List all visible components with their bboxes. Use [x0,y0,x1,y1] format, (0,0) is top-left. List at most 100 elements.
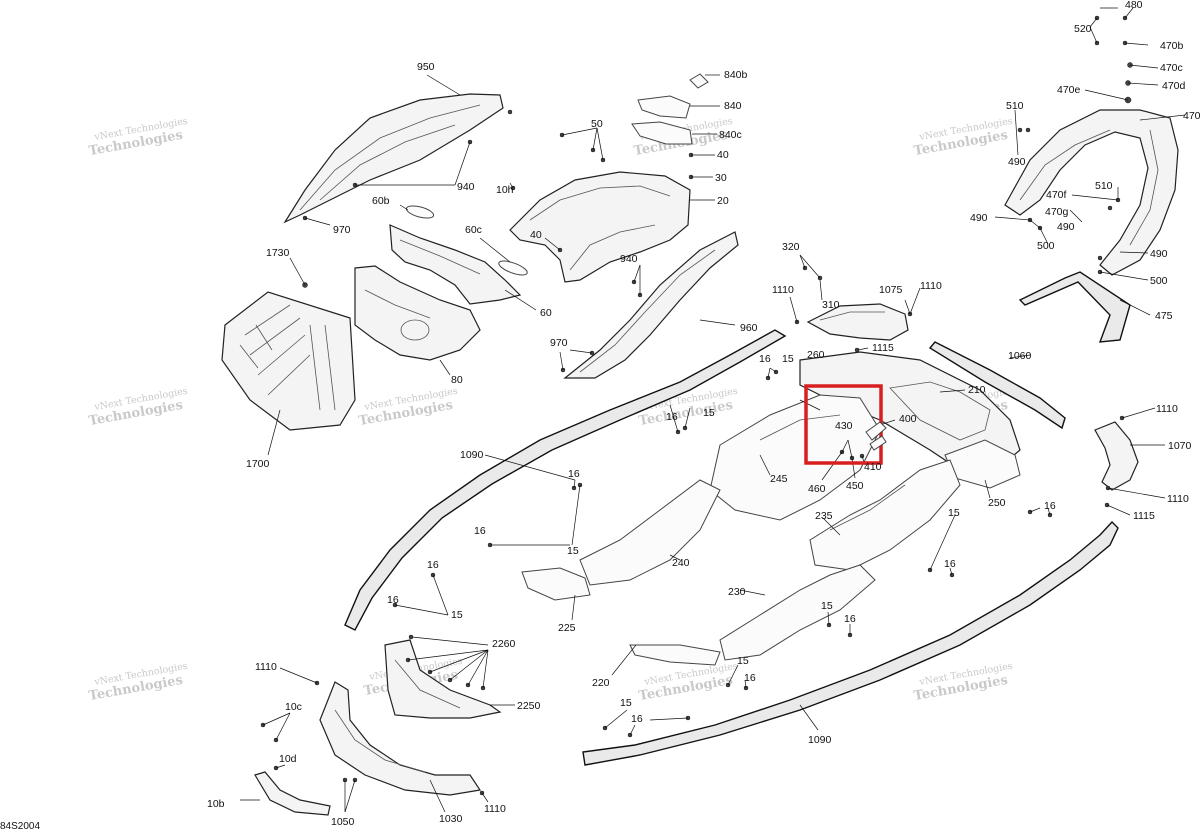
label-400: 400 [899,413,917,425]
label-40: 40 [530,229,542,241]
label-16: 16 [759,353,771,365]
part-470-handle [1004,109,1179,276]
label-410: 410 [864,461,882,473]
label-220: 220 [592,677,610,689]
diagram-code: 84S2004 [0,821,40,832]
label-1110: 1110 [1156,403,1178,415]
part-60b [405,205,435,219]
label-450: 450 [846,480,864,492]
label-16: 16 [666,411,678,423]
label-60c: 60c [465,224,482,236]
label-475: 475 [1155,310,1173,322]
label-960: 960 [740,322,758,334]
label-16: 16 [744,672,756,684]
label-470b: 470b [1160,40,1184,52]
callout-labels: 480 520 470b 470c 470d 470e 510 490 470 … [207,0,1200,828]
part-1090-rail-right [582,520,1119,766]
label-16: 16 [1044,500,1056,512]
label-10b: 10b [207,798,225,810]
label-1030: 1030 [439,813,463,825]
label-15: 15 [948,507,960,519]
label-15: 15 [451,609,463,621]
label-40: 40 [717,149,729,161]
label-225: 225 [558,622,576,634]
label-16: 16 [568,468,580,480]
label-840b: 840b [724,69,748,81]
part-60c [498,260,528,276]
label-80: 80 [451,374,463,386]
label-16: 16 [474,525,486,537]
part-80-glovebox [354,265,481,361]
label-510: 510 [1095,180,1113,192]
label-470c: 470c [1160,62,1183,74]
part-950-cover [283,93,504,224]
label-460: 460 [808,483,826,495]
label-1730: 1730 [266,247,290,259]
part-840-group [631,73,709,145]
label-470g: 470g [1045,206,1069,218]
label-60b: 60b [372,195,390,207]
label-490: 490 [1008,156,1026,168]
label-1070: 1070 [1168,440,1192,452]
label-16: 16 [631,713,643,725]
label-1090: 1090 [808,734,832,746]
label-210: 210 [968,384,986,396]
label-240: 240 [672,557,690,569]
label-430: 430 [835,420,853,432]
part-1070 [1094,421,1139,491]
label-250: 250 [988,497,1006,509]
label-1115: 1115 [872,342,894,354]
label-235: 235 [815,510,833,522]
label-16: 16 [427,559,439,571]
label-1090: 1090 [460,449,484,461]
part-1060-rail [928,341,1066,430]
label-1050: 1050 [331,816,355,828]
label-1060: 1060 [1008,350,1032,362]
part-1030-bumper [319,681,482,796]
label-1115: 1115 [1133,510,1155,522]
label-10h: 10h [496,184,514,196]
label-500: 500 [1037,240,1055,252]
label-15: 15 [620,697,632,709]
label-490: 490 [970,212,988,224]
label-2260: 2260 [492,638,516,650]
part-1075 [806,303,909,341]
part-20-cover [509,171,691,283]
label-16: 16 [387,594,399,606]
label-15: 15 [567,545,579,557]
label-1075: 1075 [879,284,903,296]
label-16: 16 [944,558,956,570]
label-510: 510 [1006,100,1024,112]
leader-lines [240,7,1186,813]
part-960-panel [563,231,739,379]
label-16: 16 [844,613,856,625]
label-840: 840 [724,100,742,112]
label-950: 950 [417,61,435,73]
part-1700-mat [221,291,356,431]
label-320: 320 [782,241,800,253]
label-1110: 1110 [255,661,277,673]
label-840c: 840c [719,129,742,141]
label-970: 970 [333,224,351,236]
label-470e: 470e [1057,84,1081,96]
label-1700: 1700 [246,458,270,470]
label-20: 20 [717,195,729,207]
part-475-bar [1018,271,1131,343]
label-470f: 470f [1046,189,1067,201]
part-430-bracket [865,421,887,451]
label-970: 970 [550,337,568,349]
label-50: 50 [591,118,603,130]
label-470: 470 [1183,110,1200,122]
part-60-panel [389,224,522,305]
label-1110: 1110 [920,280,942,292]
label-470d: 470d [1162,80,1186,92]
label-60: 60 [540,307,552,319]
label-490: 490 [1150,248,1168,260]
label-1110: 1110 [484,803,506,815]
label-480: 480 [1125,0,1143,11]
label-500: 500 [1150,275,1168,287]
label-15: 15 [782,353,794,365]
label-10d: 10d [279,753,297,765]
deck-mat-assembly [521,351,1021,666]
